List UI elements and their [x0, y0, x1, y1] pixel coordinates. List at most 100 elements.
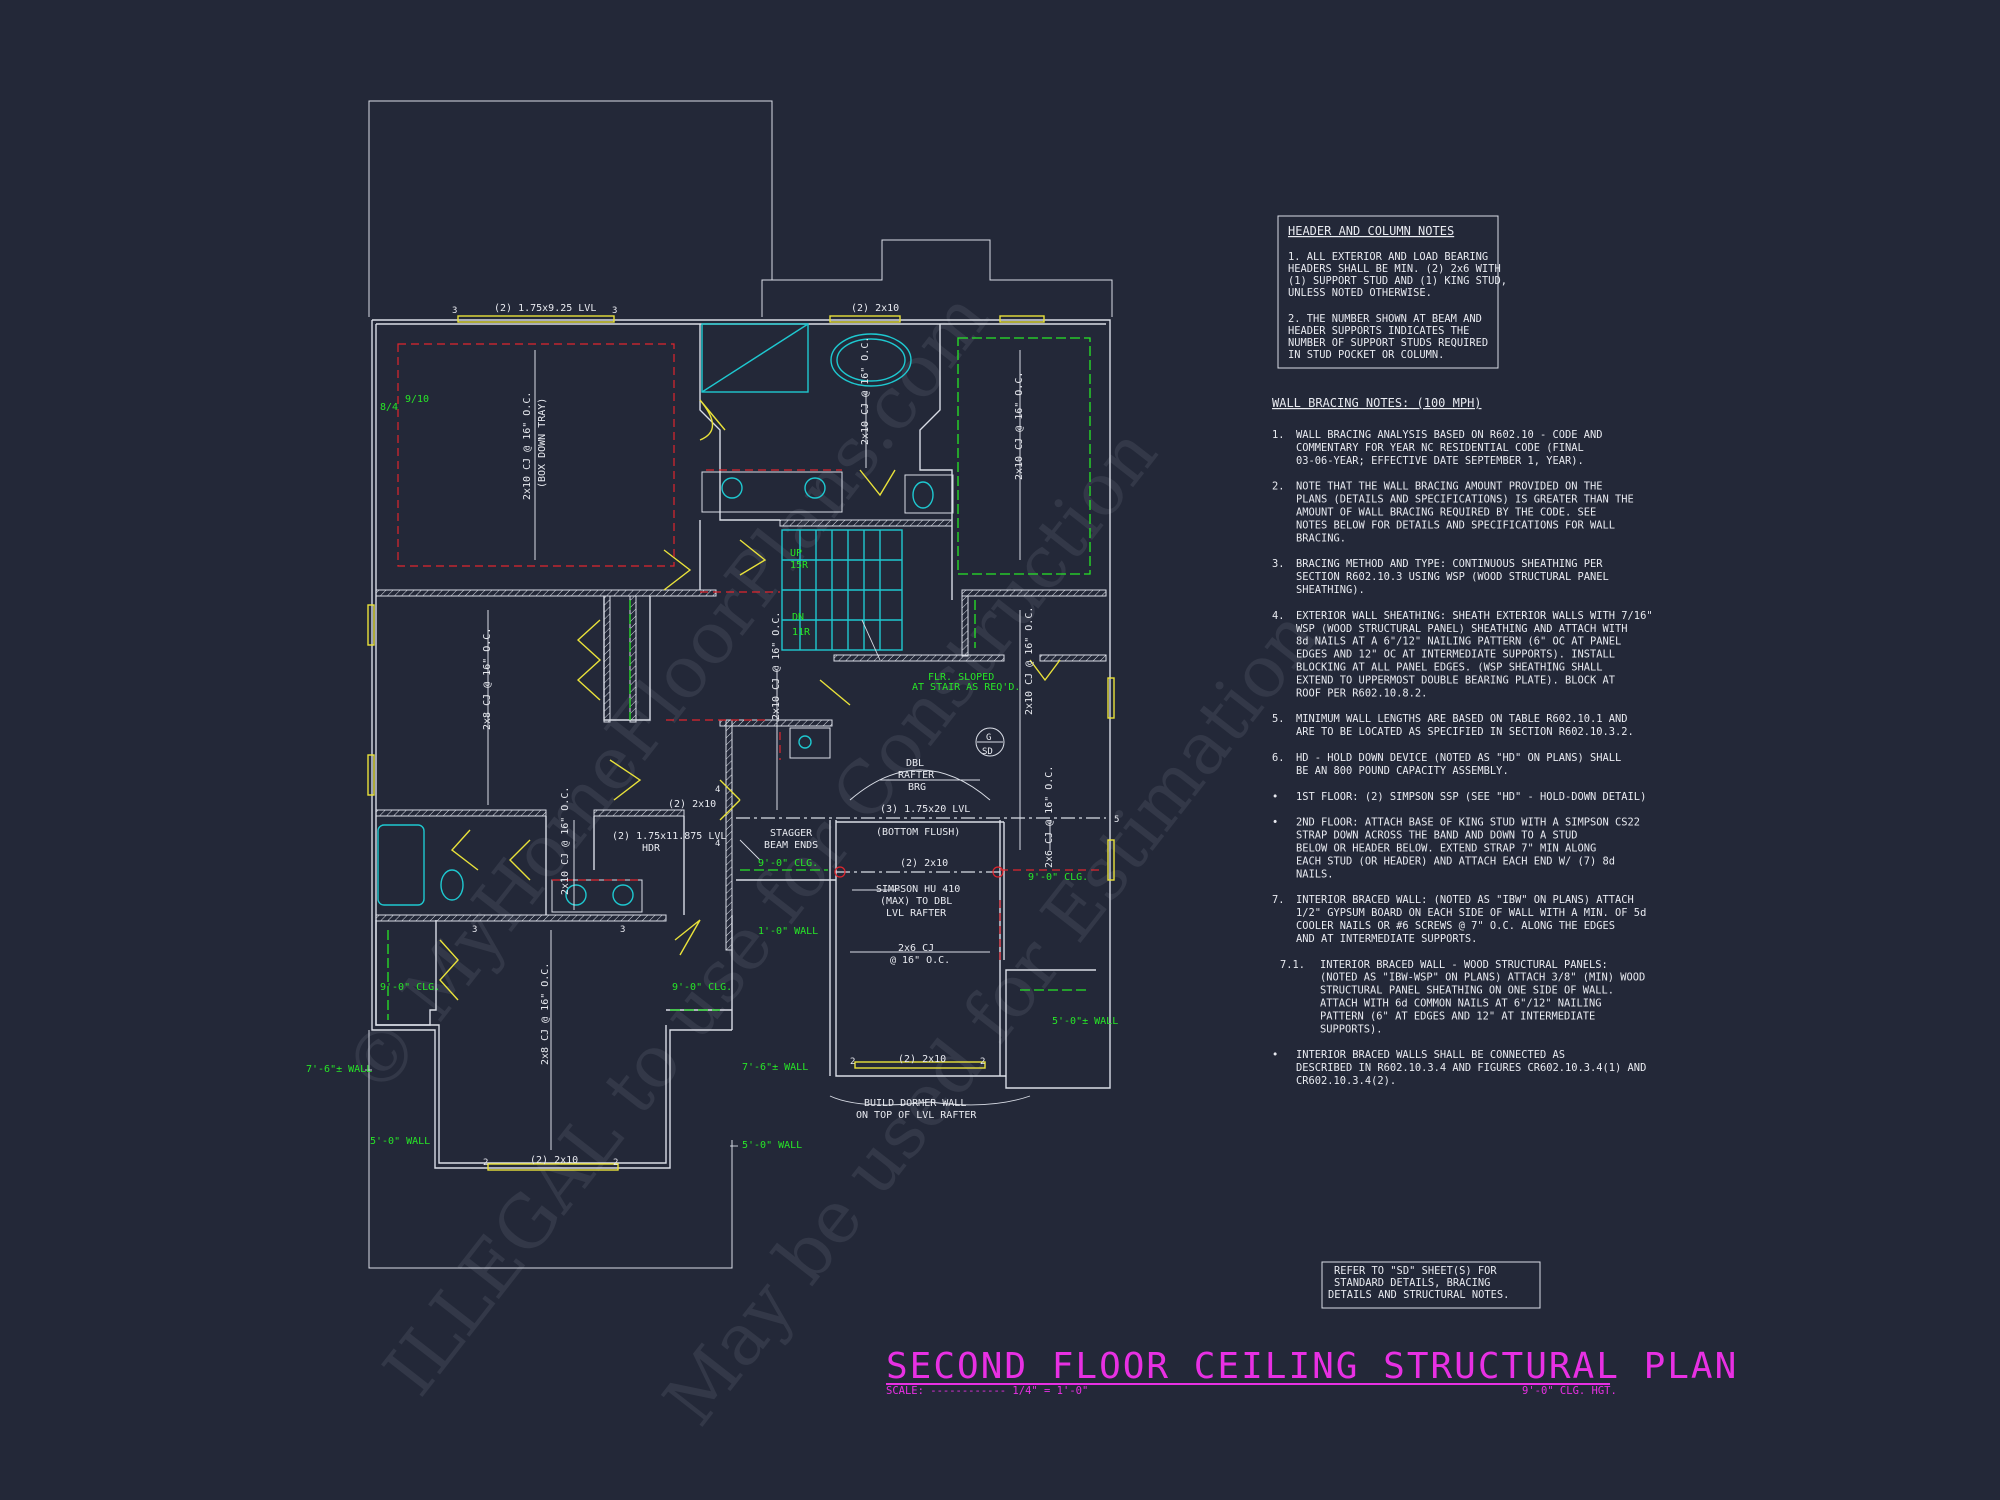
int-wall-11	[603, 595, 611, 723]
int-wall-13	[961, 595, 969, 657]
svg-text:2: 2	[850, 1057, 855, 1067]
svg-text:3: 3	[612, 306, 617, 316]
ceiling-height-label: 9'-0" CLG. HGT.	[1522, 1385, 1617, 1397]
bracing-note-line: 1ST FLOOR: (2) SIMPSON SSP (SEE "HD" - H…	[1296, 791, 1646, 803]
toilet-box	[904, 474, 954, 514]
bracing-note-line: STRAP DOWN ACROSS THE BAND AND DOWN TO A…	[1296, 830, 1578, 842]
bracing-note-line: INTERIOR BRACED WALL - WOOD STRUCTURAL P…	[1320, 959, 1608, 971]
svg-text:HEADER SUPPORTS INDICATES THE: HEADER SUPPORTS INDICATES THE	[1288, 325, 1469, 337]
bracing-note-line: 1/2" GYPSUM BOARD ON EACH SIDE OF WALL W…	[1296, 907, 1646, 919]
header-label-lvl-top: (2) 1.75x9.25 LVL	[494, 303, 596, 314]
bracing-note-number: 3.	[1272, 558, 1285, 570]
svg-text:(2) 2x10: (2) 2x10	[530, 1155, 578, 1166]
bracing-note-line: DESCRIBED IN R602.10.3.4 AND FIGURES CR6…	[1296, 1062, 1646, 1074]
bracing-note-line: WSP (WOOD STRUCTURAL PANEL) SHEATHING AN…	[1296, 623, 1628, 635]
roof-outline-top-right	[761, 239, 1113, 317]
svg-text:2: 2	[980, 1057, 985, 1067]
svg-text:(2) 1.75x11.875 LVL: (2) 1.75x11.875 LVL	[612, 831, 726, 842]
stair-up-label: UP	[790, 548, 802, 559]
int-wall-9	[719, 719, 833, 727]
bracing-note-line: COMMENTARY FOR YEAR NC RESIDENTIAL CODE …	[1296, 442, 1584, 454]
bracing-note-line: SHEATHING).	[1296, 584, 1365, 596]
header-notes-heading: HEADER AND COLUMN NOTES	[1288, 224, 1454, 238]
bathtub-2	[377, 824, 425, 906]
bracing-note-number: 7.1.	[1280, 959, 1305, 971]
svg-text:HDR: HDR	[642, 843, 661, 854]
svg-text:(1) SUPPORT STUD AND (1) KING: (1) SUPPORT STUD AND (1) KING STUD,	[1288, 275, 1507, 287]
plan-title: SECOND FLOOR CEILING STRUCTURAL PLAN	[886, 1346, 1738, 1387]
door-swings	[439, 399, 1061, 1001]
bracing-note-line: SECTION R602.10.3 USING WSP (WOOD STRUCT…	[1296, 571, 1609, 583]
svg-text:NUMBER OF SUPPORT STUDS REQUIR: NUMBER OF SUPPORT STUDS REQUIRED	[1288, 337, 1488, 349]
svg-text:LVL RAFTER: LVL RAFTER	[886, 908, 947, 919]
shower-fixture	[701, 323, 809, 393]
sink-3	[565, 884, 587, 906]
svg-text:1'-0" WALL: 1'-0" WALL	[758, 926, 818, 937]
svg-text:HEADERS SHALL BE MIN. (2) 2x6: HEADERS SHALL BE MIN. (2) 2x6 WITH	[1288, 263, 1501, 275]
stair-down-label: DN	[792, 612, 804, 623]
bracing-note-line: 2ND FLOOR: ATTACH BASE OF KING STUD WITH…	[1296, 817, 1640, 829]
bracing-note-line: COOLER NAILS OR #6 SCREWS @ 7" O.C. ALON…	[1296, 920, 1615, 932]
lvl-beam-label: (3) 1.75x20 LVL	[880, 804, 970, 815]
svg-text:BRG: BRG	[908, 782, 926, 793]
int-wall-3	[961, 589, 1107, 597]
exterior-wall-left-inner	[375, 324, 667, 1164]
svg-text:9'-0" CLG.: 9'-0" CLG.	[380, 982, 440, 993]
svg-text:AT STAIR AS REQ'D.: AT STAIR AS REQ'D.	[912, 682, 1020, 693]
closet-walls	[603, 596, 651, 721]
windows	[367, 315, 1115, 1171]
int-wall-5	[1039, 654, 1107, 662]
bracing-note-number: 1.	[1272, 429, 1285, 441]
cj-bath2-label: 2x10 CJ @ 16" O.C.	[560, 787, 571, 895]
bracing-note-line: EXTERIOR WALL SHEATHING: SHEATH EXTERIOR…	[1296, 610, 1653, 622]
svg-text:3: 3	[620, 925, 625, 935]
laundry-box	[789, 727, 831, 759]
bracing-note-line: HD - HOLD DOWN DEVICE (NOTED AS "HD" ON …	[1296, 752, 1621, 764]
svg-text:G: G	[986, 733, 991, 743]
exterior-wall-left	[371, 320, 732, 1169]
refer-box: REFER TO "SD" SHEET(S) FOR STANDARD DETA…	[1321, 1261, 1541, 1309]
plan-title-block: SECOND FLOOR CEILING STRUCTURAL PLAN SCA…	[886, 1346, 1738, 1397]
svg-text:SD: SD	[982, 747, 993, 757]
int-wall-6	[375, 809, 547, 817]
dormer-label: BUILD DORMER WALL	[864, 1098, 966, 1109]
bracing-note-line: CR602.10.3.4(2).	[1296, 1075, 1396, 1087]
roof-outline-top	[368, 100, 773, 317]
int-wall-8	[375, 914, 667, 922]
svg-text:4: 4	[715, 785, 720, 795]
svg-text:(BOTTOM FLUSH): (BOTTOM FLUSH)	[876, 827, 960, 838]
cj-closet-label: 2x10 CJ @ 16" O.C.	[1014, 372, 1025, 480]
svg-text:3: 3	[472, 925, 477, 935]
int-thin-11	[375, 920, 437, 1026]
sink-2	[804, 477, 826, 499]
svg-text:IN STUD POCKET OR COLUMN.: IN STUD POCKET OR COLUMN.	[1288, 349, 1444, 361]
roof-outline-bottom	[368, 1030, 733, 1269]
bracing-note-line: NAILS.	[1296, 868, 1334, 880]
cj-center-label: 2x6 CJ	[898, 943, 934, 954]
svg-text:(2) 2x10: (2) 2x10	[668, 799, 716, 810]
tray-ceiling-outline	[397, 343, 675, 567]
int-wall-12	[629, 595, 637, 723]
floor-sloped-label: FLR. SLOPED	[928, 672, 994, 683]
tub-fixture	[830, 333, 912, 387]
bracing-note-line: BLOCKING AT ALL PANEL EDGES. (WSP SHEATH…	[1296, 662, 1603, 674]
bracing-notes-heading: WALL BRACING NOTES: (100 MPH)	[1272, 396, 1482, 410]
bracing-note-line: SUPPORTS).	[1320, 1023, 1383, 1035]
bracing-note-line: EXTEND TO UPPERMOST DOUBLE BEARING PLATE…	[1296, 674, 1616, 686]
svg-text:@ 16" O.C.: @ 16" O.C.	[890, 955, 950, 966]
bracing-note-line: NOTE THAT THE WALL BRACING AMOUNT PROVID…	[1296, 481, 1603, 493]
int-wall-4	[833, 654, 1005, 662]
simpson-label: SIMPSON HU 410	[876, 884, 960, 895]
cj-right-low-label: 2x6 CJ @ 16" O.C.	[1044, 766, 1055, 868]
bracing-note-line: ROOF PER R602.10.8.2.	[1296, 687, 1427, 699]
svg-text:9'-0" CLG.: 9'-0" CLG.	[1028, 872, 1088, 883]
bracing-note-line: BRACING METHOD AND TYPE: CONTINUOUS SHEA…	[1296, 558, 1603, 570]
svg-text:15R: 15R	[790, 560, 809, 571]
bracing-note-line: NOTES BELOW FOR DETAILS AND SPECIFICATIO…	[1296, 519, 1615, 531]
cj-bed2-label: 2x8 CJ @ 16" O.C.	[482, 628, 493, 730]
svg-text:2: 2	[613, 1158, 618, 1168]
bracing-note-line: ATTACH WITH 6d COMMON NAILS AT 6"/12" NA…	[1320, 998, 1602, 1010]
svg-text:(MAX) TO DBL: (MAX) TO DBL	[880, 896, 952, 907]
plan-labels: (2) 1.75x9.25 LVL (2) 2x10 3 3 2x10 CJ @…	[306, 303, 1119, 1168]
